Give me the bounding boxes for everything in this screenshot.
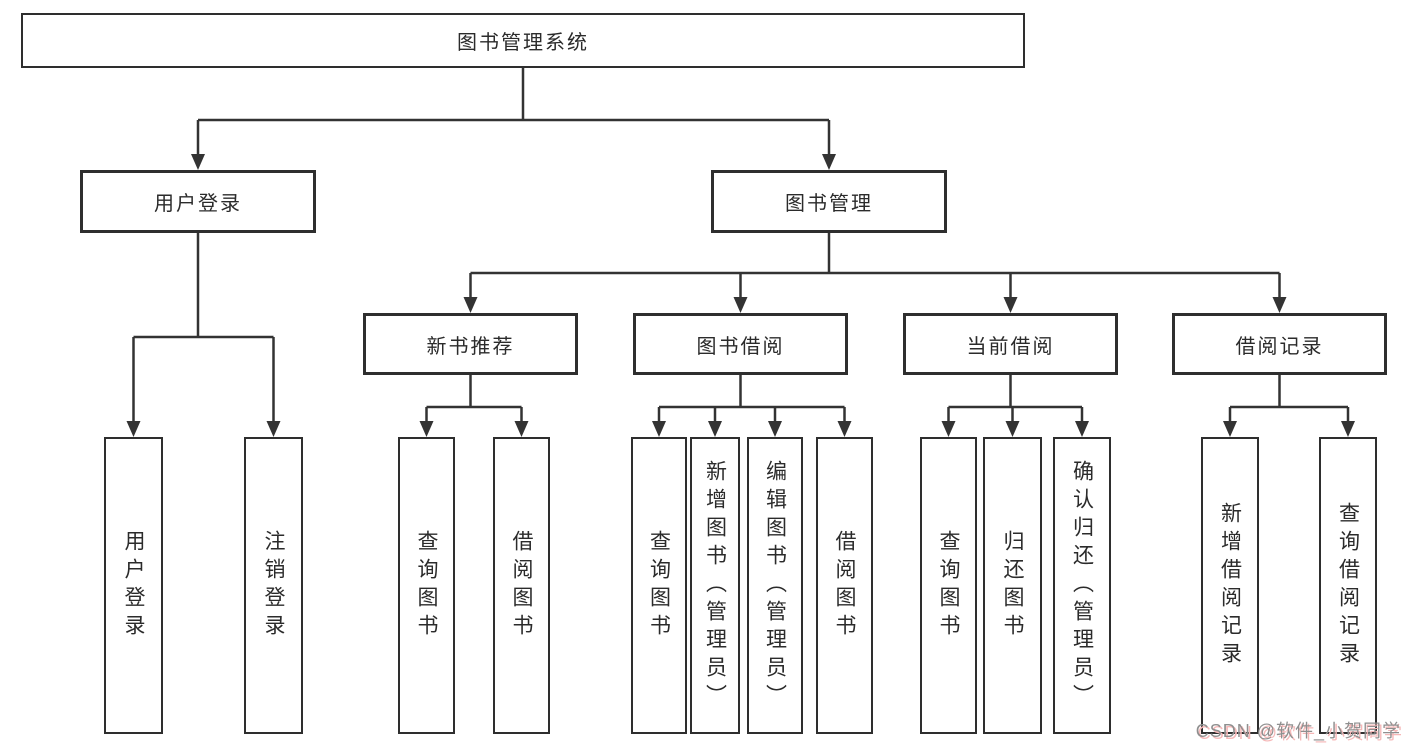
level2-node-label: 用户登录 — [154, 193, 242, 215]
leaf-node-label: 确认归还（管理员） — [1070, 459, 1094, 712]
leaf-node-return-books: 归还图书 — [983, 437, 1042, 734]
leaf-node-user-login: 用户登录 — [104, 437, 163, 734]
level3-node-label: 新书推荐 — [426, 335, 515, 358]
connector-current-borrow-to-leaves — [941, 375, 1089, 437]
leaf-node-borrow-books-recommend: 借阅图书 — [493, 437, 550, 734]
connector-new-book-to-leaves — [419, 375, 529, 437]
leaf-node-add-borrow-record: 新增借阅记录 — [1201, 437, 1259, 734]
leaf-node-label: 注销登录 — [262, 529, 285, 642]
level2-node-user-login: 用户登录 — [80, 170, 316, 233]
level3-node-label: 借阅记录 — [1235, 335, 1324, 358]
leaf-node-label: 归还图书 — [1001, 529, 1024, 642]
leaf-node-label: 新增借阅记录 — [1218, 501, 1242, 670]
level3-node-book-borrow: 图书借阅 — [633, 313, 848, 375]
leaf-node-query-books-recommend: 查询图书 — [398, 437, 455, 734]
csdn-watermark: CSDN @软件_小贺同学 — [1195, 721, 1401, 741]
leaf-node-borrow-books: 借阅图书 — [816, 437, 873, 734]
root-node-label: 图书管理系统 — [457, 32, 589, 54]
leaf-node-query-books-current: 查询图书 — [920, 437, 977, 734]
leaf-node-label: 新增图书（管理员） — [703, 459, 727, 712]
leaf-node-label: 用户登录 — [122, 529, 145, 642]
level3-node-new-book-recommend: 新书推荐 — [363, 313, 578, 375]
root-node-library-system: 图书管理系统 — [21, 13, 1025, 68]
connector-borrow-record-to-leaves — [1223, 375, 1355, 437]
leaf-node-confirm-return-admin: 确认归还（管理员） — [1053, 437, 1111, 734]
connector-user-login-to-leaves — [126, 233, 281, 437]
level2-node-book-management: 图书管理 — [711, 170, 947, 233]
level2-node-label: 图书管理 — [785, 193, 873, 215]
leaf-node-query-borrow-record: 查询借阅记录 — [1319, 437, 1377, 734]
leaf-node-label: 编辑图书（管理员） — [763, 459, 787, 712]
level3-node-label: 图书借阅 — [696, 335, 785, 358]
level3-node-label: 当前借阅 — [966, 335, 1055, 358]
leaf-node-query-books-borrow: 查询图书 — [631, 437, 687, 734]
connector-root-to-level2 — [191, 68, 836, 170]
connector-book-borrow-to-leaves — [652, 375, 852, 437]
level3-node-current-borrow: 当前借阅 — [903, 313, 1118, 375]
connector-book-mgmt-to-level3 — [463, 233, 1287, 313]
leaf-node-logout: 注销登录 — [244, 437, 303, 734]
leaf-node-add-books-admin: 新增图书（管理员） — [690, 437, 740, 734]
leaf-node-label: 借阅图书 — [510, 529, 533, 642]
leaf-node-label: 查询图书 — [647, 529, 671, 642]
leaf-node-label: 查询图书 — [937, 529, 960, 642]
leaf-node-label: 查询借阅记录 — [1336, 501, 1360, 670]
level3-node-borrow-record: 借阅记录 — [1172, 313, 1387, 375]
leaf-node-edit-books-admin: 编辑图书（管理员） — [747, 437, 803, 734]
leaf-node-label: 查询图书 — [415, 529, 438, 642]
leaf-node-label: 借阅图书 — [833, 529, 856, 642]
